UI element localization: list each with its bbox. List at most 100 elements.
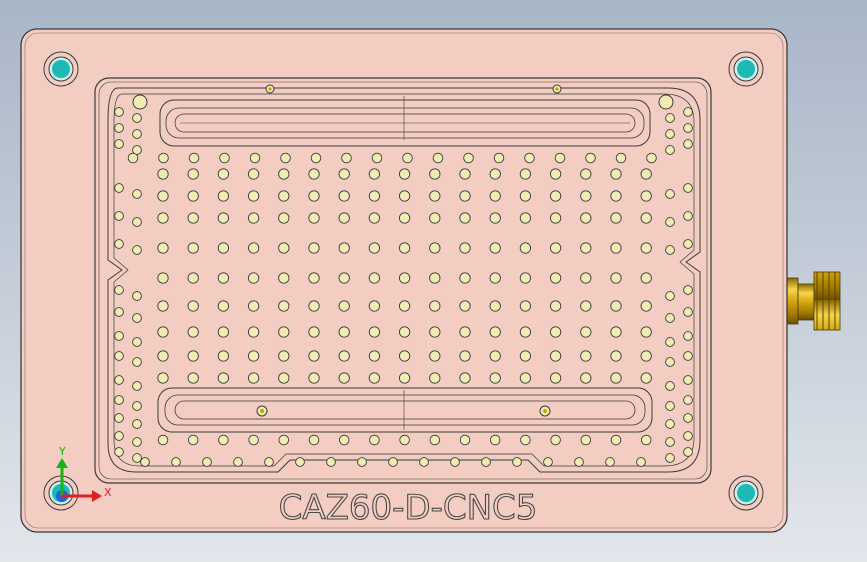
pin (519, 272, 532, 284)
pin (188, 152, 200, 164)
pin (132, 337, 142, 347)
pin (459, 372, 471, 384)
pin (610, 190, 622, 202)
pin (580, 242, 592, 254)
pin (519, 350, 532, 362)
pin (605, 457, 615, 467)
pin (549, 272, 562, 284)
pin (338, 434, 350, 446)
pin (429, 272, 441, 284)
pin (683, 351, 693, 361)
pin (247, 372, 260, 384)
pin (114, 351, 124, 361)
pin (217, 326, 230, 338)
pin (683, 107, 693, 117)
pin (519, 300, 532, 312)
pin (217, 242, 230, 254)
pin (398, 300, 411, 312)
pin (219, 152, 230, 164)
pin (295, 457, 305, 467)
pin (665, 217, 675, 227)
pin (489, 242, 501, 254)
pin (580, 168, 592, 180)
pin (157, 372, 169, 384)
pin (429, 212, 441, 224)
pin (368, 242, 381, 254)
pin (202, 457, 212, 467)
pin (489, 272, 501, 284)
pin (429, 326, 441, 338)
pin (519, 190, 532, 202)
mount-hole-top-left (43, 51, 79, 87)
pin (278, 168, 290, 180)
mount-hole-top-right (728, 51, 764, 87)
pin (308, 350, 320, 362)
pin (459, 300, 471, 312)
pin (640, 326, 652, 338)
pin (114, 107, 124, 117)
pin (157, 190, 169, 202)
pin (132, 113, 142, 123)
pin (450, 457, 460, 467)
pin (683, 239, 693, 249)
pin (187, 212, 199, 224)
pin (308, 168, 320, 180)
pin (683, 447, 693, 457)
pin (489, 326, 501, 338)
pin (157, 434, 169, 446)
pin (549, 372, 562, 384)
pin (665, 453, 675, 463)
pin (610, 272, 622, 284)
pin-array (127, 152, 657, 467)
pin (114, 375, 124, 385)
pin (580, 326, 592, 338)
pin (326, 457, 336, 467)
pin (338, 350, 350, 362)
pin (610, 372, 622, 384)
pin (338, 300, 350, 312)
pin (640, 372, 652, 384)
pin (665, 313, 675, 323)
pin (549, 350, 562, 362)
part-label: CAZ60-D-CNC5 (279, 488, 538, 528)
pin (308, 326, 320, 338)
pin (114, 331, 124, 341)
pin (308, 372, 320, 384)
pin (368, 168, 381, 180)
pin (217, 300, 230, 312)
pin (114, 285, 124, 295)
pin (398, 168, 411, 180)
pin (459, 350, 471, 362)
pin (489, 372, 501, 384)
pin (580, 212, 592, 224)
pin (368, 350, 381, 362)
pin (308, 434, 320, 446)
pin (114, 123, 124, 133)
pin (171, 457, 181, 467)
pin (247, 350, 260, 362)
pin (610, 212, 622, 224)
pin (187, 300, 199, 312)
pin (580, 272, 592, 284)
pin (549, 190, 562, 202)
pin (683, 413, 693, 423)
pin (280, 152, 291, 164)
pin (247, 168, 260, 180)
pin (278, 272, 290, 284)
pin (489, 168, 501, 180)
pin (247, 272, 260, 284)
pin (640, 300, 652, 312)
pin (580, 300, 592, 312)
pin (278, 212, 290, 224)
pin (683, 307, 693, 317)
pin (369, 434, 380, 446)
pin (640, 434, 652, 446)
pin (338, 190, 350, 202)
pin (399, 434, 410, 446)
pin (247, 326, 260, 338)
pin (459, 212, 471, 224)
pin (398, 272, 411, 284)
pin (459, 434, 471, 446)
pin (398, 372, 411, 384)
